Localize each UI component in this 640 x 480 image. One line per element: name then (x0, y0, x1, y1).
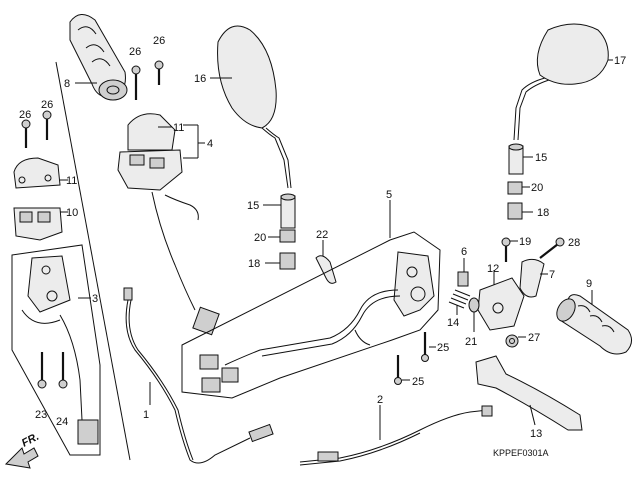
nut-18-right (507, 202, 523, 220)
label-24: 24 (56, 416, 68, 428)
screw-26-b (154, 60, 164, 85)
label-15-b: 15 (535, 152, 547, 164)
cable-1 (123, 287, 274, 464)
label-9: 9 (586, 278, 592, 290)
label-28: 28 (568, 237, 580, 249)
nut-20-left (279, 229, 296, 243)
label-18-a: 18 (248, 258, 260, 270)
label-26-b: 26 (153, 35, 165, 47)
diagram-code: KPPEF0301A (493, 448, 549, 458)
screw-23 (37, 352, 47, 389)
left-switch-housing (117, 113, 220, 336)
label-27: 27 (528, 332, 540, 344)
front-direction-arrow: FR. (4, 431, 41, 469)
label-7: 7 (549, 269, 555, 281)
left-grip (69, 14, 128, 101)
nut-20-right (507, 181, 523, 195)
clip-22 (315, 255, 337, 284)
cable-2 (299, 405, 493, 466)
label-5: 5 (386, 189, 392, 201)
screw-24 (58, 352, 68, 389)
bracket-7 (519, 258, 545, 298)
label-10: 10 (66, 207, 78, 219)
label-8: 8 (64, 78, 70, 90)
label-4: 4 (207, 138, 213, 150)
label-11-a: 11 (66, 175, 77, 187)
label-23: 23 (35, 409, 47, 421)
nut-27 (505, 334, 519, 348)
label-3: 3 (92, 293, 98, 305)
label-15-a: 15 (247, 200, 259, 212)
label-2: 2 (377, 394, 383, 406)
adapter-15-left (280, 193, 296, 229)
switch-6 (457, 271, 469, 287)
adapter-15-right (508, 143, 524, 175)
svg-text:FR.: FR. (20, 431, 41, 450)
label-20-b: 20 (531, 182, 543, 194)
lever-13 (475, 355, 583, 431)
nut-18-left (279, 252, 296, 270)
label-18-b: 18 (537, 207, 549, 219)
label-26-d: 26 (41, 99, 53, 111)
label-21: 21 (465, 336, 477, 348)
label-12: 12 (487, 263, 499, 275)
label-25-a: 25 (437, 342, 449, 354)
label-20-a: 20 (254, 232, 266, 244)
label-26-c: 26 (19, 109, 31, 121)
switch-base-10 (13, 207, 63, 241)
screw-26-d (42, 110, 52, 140)
bolt-19 (501, 237, 511, 262)
label-16: 16 (194, 73, 206, 85)
mirror-17 (513, 23, 609, 141)
right-switch-5 (199, 251, 435, 393)
label-22: 22 (316, 229, 328, 241)
screw-26-a (131, 65, 141, 100)
label-6: 6 (461, 246, 467, 258)
pin-21 (468, 297, 480, 313)
label-11-b: 11 (173, 122, 184, 134)
switch-cover-11 (13, 157, 61, 189)
label-19: 19 (519, 236, 531, 248)
label-13: 13 (530, 428, 542, 440)
label-1: 1 (143, 409, 149, 421)
screw-26-c (21, 119, 31, 148)
right-grip-9 (556, 294, 632, 355)
switch-3 (21, 255, 99, 445)
label-26-a: 26 (129, 46, 141, 58)
screw-25-a (421, 332, 429, 362)
label-14: 14 (447, 317, 459, 329)
bolt-28 (539, 237, 565, 259)
lever-bracket-12 (477, 277, 525, 331)
spring-14 (448, 289, 471, 309)
screw-25-b (394, 355, 402, 385)
label-17: 17 (614, 55, 626, 67)
mirror-16 (217, 25, 292, 189)
label-25-b: 25 (412, 376, 424, 388)
